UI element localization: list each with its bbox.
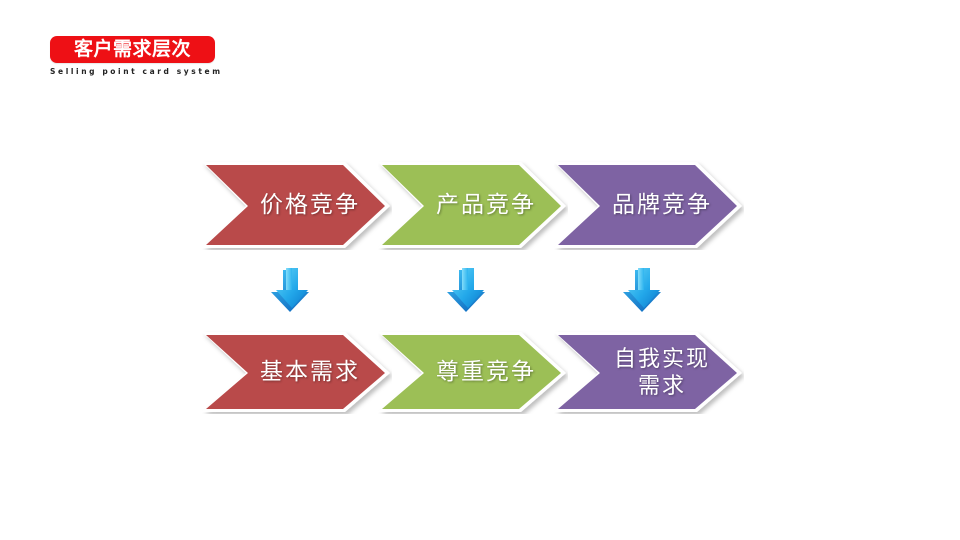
arrow-down-icon-3: [618, 262, 674, 318]
chevron-product-competition-shape: [378, 162, 566, 248]
chevron-brand-competition[interactable]: 品牌竞争: [554, 160, 744, 250]
chevron-product-competition[interactable]: 产品竞争: [378, 160, 568, 250]
title-block: 客户需求层次 Selling point card system: [50, 36, 223, 76]
chevron-price-competition-shape: [202, 162, 390, 248]
chevron-basic-needs-shape: [202, 332, 390, 412]
chevron-self-actualization-needs-shape: [554, 332, 742, 412]
chevron-row-needs: 基本需求 尊重竞争: [0, 330, 960, 414]
chevron-respect-needs-shape: [378, 332, 566, 412]
chevron-brand-competition-shape: [554, 162, 742, 248]
chevron-respect-needs[interactable]: 尊重竞争: [378, 330, 568, 414]
chevron-self-actualization-needs[interactable]: 自我实现 需求: [554, 330, 744, 414]
chevron-basic-needs[interactable]: 基本需求: [202, 330, 392, 414]
page-title-badge: 客户需求层次: [50, 36, 215, 63]
arrow-down-icon-1: [266, 262, 322, 318]
chevron-price-competition[interactable]: 价格竞争: [202, 160, 392, 250]
arrow-connector-row: [0, 262, 960, 318]
chevron-row-competition: 价格竞争 产品竞争: [0, 160, 960, 250]
page-subtitle: Selling point card system: [50, 67, 223, 76]
arrow-down-icon-2: [442, 262, 498, 318]
